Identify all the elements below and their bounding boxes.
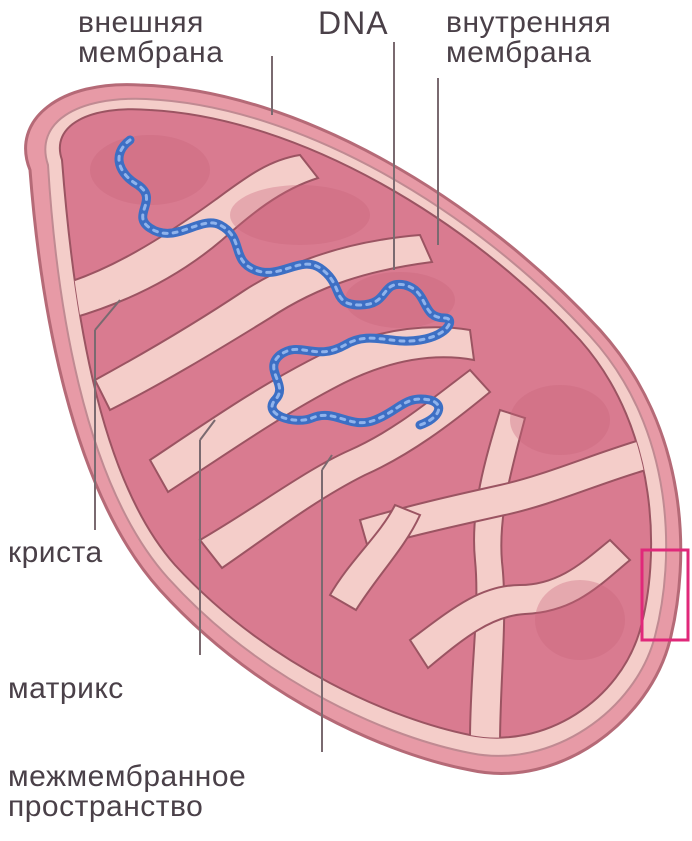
label-intermembrane-space-line1: межмембранное bbox=[8, 762, 246, 792]
label-dna: DNA bbox=[318, 8, 389, 38]
label-intermembrane-space: межмембранное пространство bbox=[8, 762, 246, 822]
label-matrix-text: матрикс bbox=[8, 674, 124, 704]
label-outer-membrane-line1: внешняя bbox=[78, 8, 223, 38]
label-matrix: матрикс bbox=[8, 674, 124, 704]
label-inner-membrane-line2: мембрана bbox=[446, 38, 611, 68]
label-outer-membrane: внешняя мембрана bbox=[78, 8, 223, 68]
label-inner-membrane-line1: внутренняя bbox=[446, 8, 611, 38]
label-crista: криста bbox=[8, 538, 103, 568]
label-outer-membrane-line2: мембрана bbox=[78, 38, 223, 68]
label-intermembrane-space-line2: пространство bbox=[8, 792, 246, 822]
label-dna-text: DNA bbox=[318, 8, 389, 38]
label-inner-membrane: внутренняя мембрана bbox=[446, 8, 611, 68]
label-crista-text: криста bbox=[8, 538, 103, 568]
